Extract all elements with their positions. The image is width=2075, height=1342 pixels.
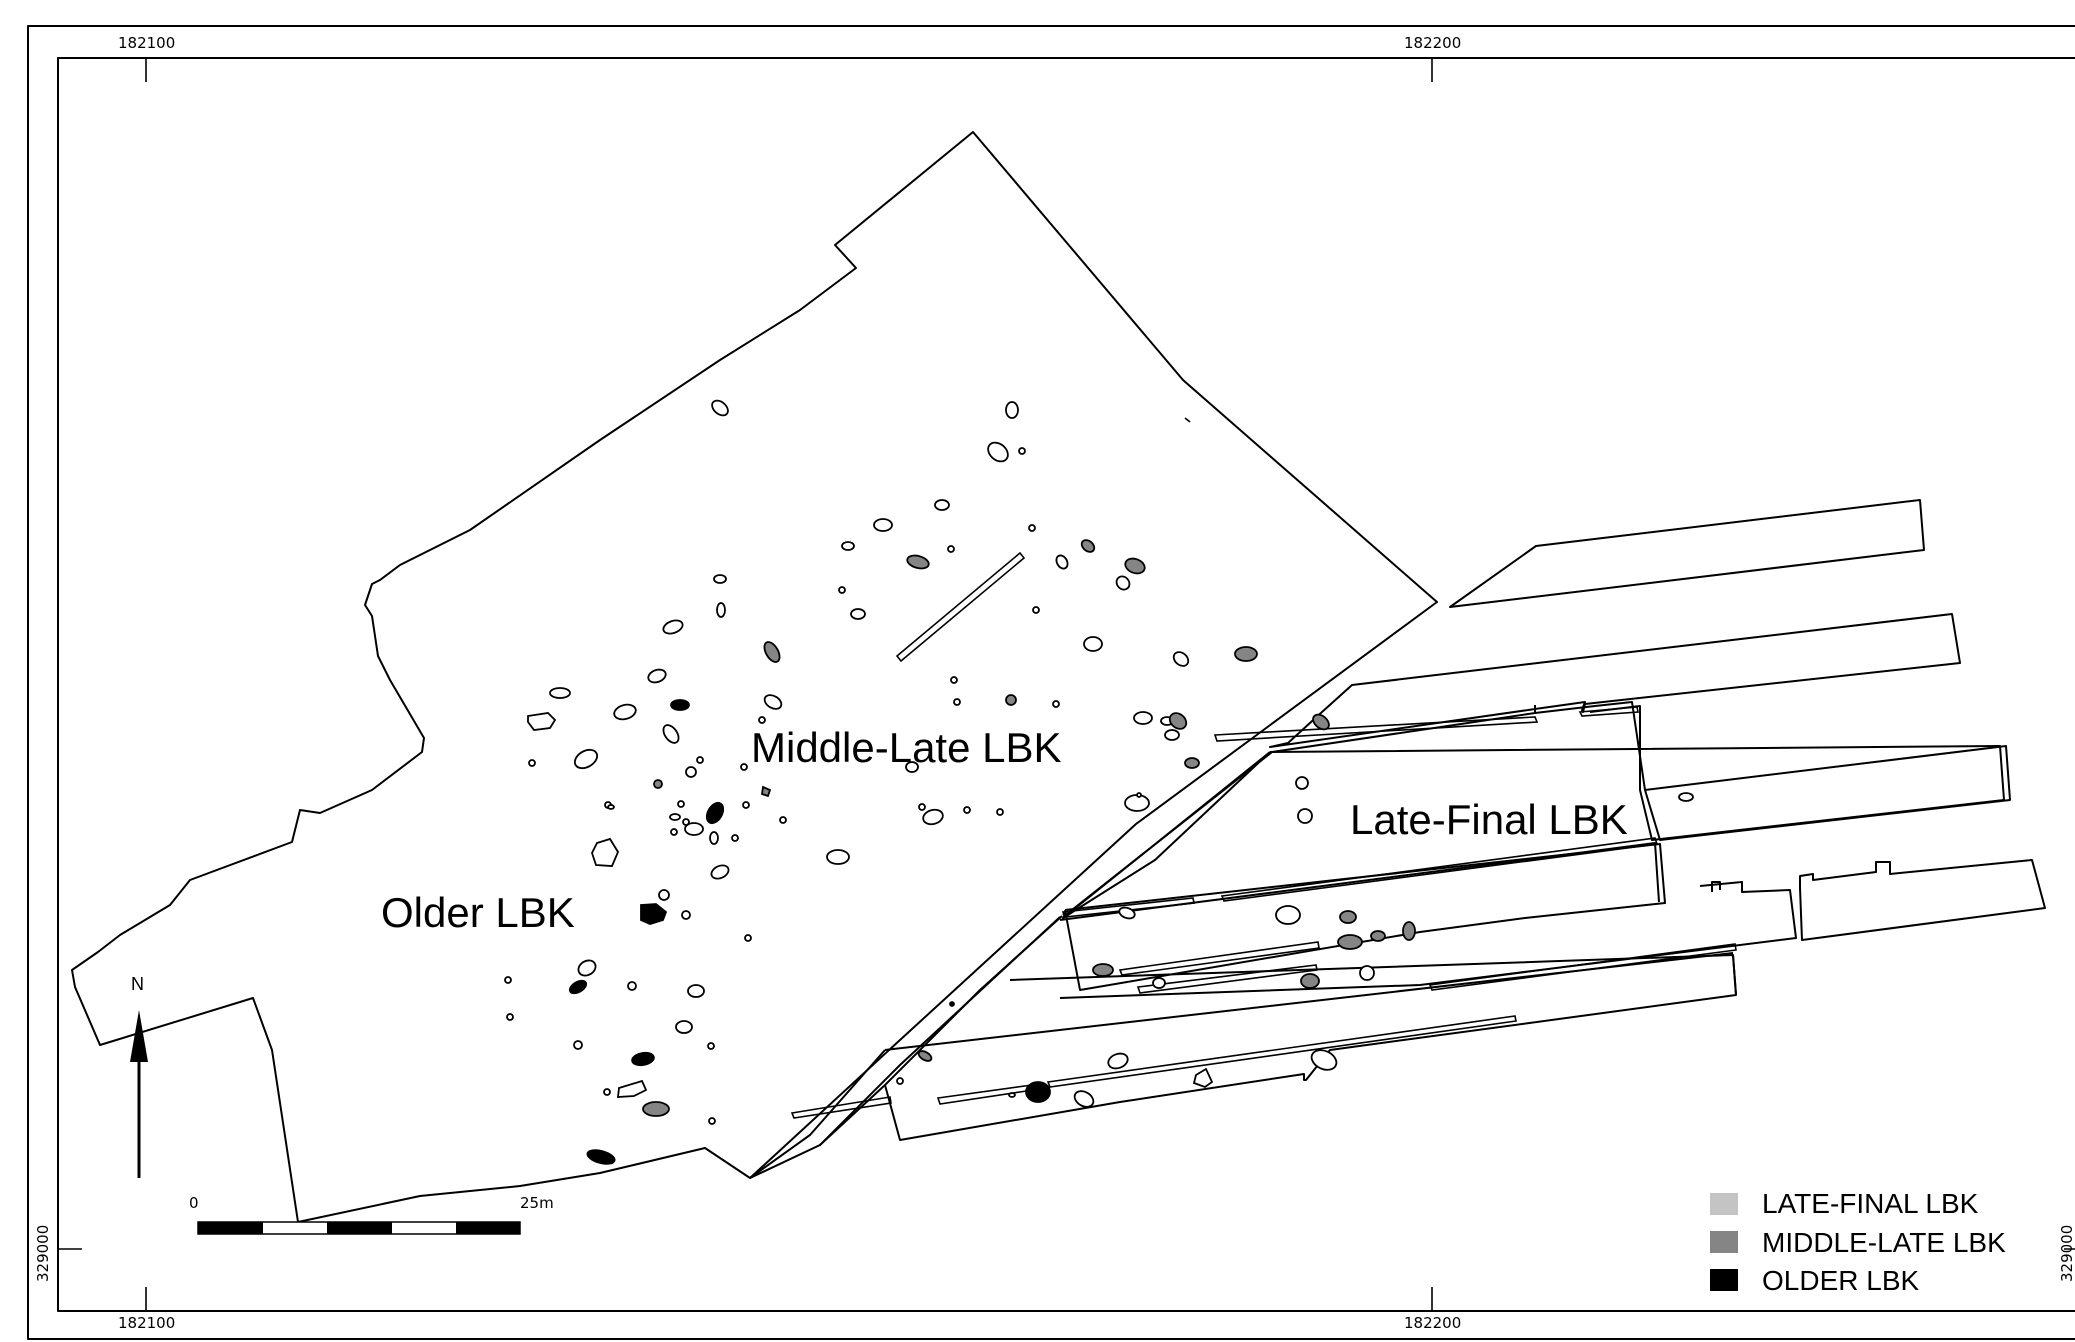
easting-label-bottom-left: 182100	[118, 1314, 175, 1332]
northing-label-right: 329000	[2058, 1225, 2075, 1282]
northing-label-left: 329000	[34, 1225, 52, 1282]
easting-label-top-right: 182200	[1404, 34, 1461, 52]
trench-3-outline	[1062, 701, 2011, 918]
trench-7	[1059, 842, 2046, 941]
zone-label-older: Older LBK	[381, 889, 575, 936]
scale-end-label: 25m	[520, 1194, 554, 1212]
trench-1	[1449, 499, 1925, 608]
legend-label-late-final: LATE-FINAL LBK	[1762, 1188, 1979, 1219]
scale-start-label: 0	[189, 1194, 199, 1212]
eastern-trenches	[749, 499, 2046, 1179]
features-older	[568, 699, 1051, 1165]
legend-swatch-middle-late	[1710, 1231, 1738, 1253]
north-arrow: N	[130, 974, 148, 1178]
trench-2	[1269, 613, 1961, 748]
baulks	[790, 551, 1737, 1119]
trench-6	[1064, 843, 1666, 991]
zone-label-middle-late: Middle-Late LBK	[751, 724, 1062, 771]
excavation-outline-notch	[1184, 417, 1191, 423]
easting-label-top-left: 182100	[118, 34, 175, 52]
features-unphased	[504, 399, 1694, 1125]
legend-swatch-older	[1710, 1269, 1738, 1291]
outer-frame	[27, 25, 2075, 1340]
excavation-outline-main	[71, 131, 1438, 1223]
scale-bar: 0 25m	[189, 1194, 554, 1235]
trench-8	[1059, 881, 1797, 999]
zone-label-late-final: Late-Final LBK	[1350, 796, 1628, 843]
trench-11	[749, 1049, 886, 1179]
legend-label-older: OLDER LBK	[1762, 1265, 1919, 1296]
legend-label-middle-late: MIDDLE-LATE LBK	[1762, 1227, 2006, 1258]
north-label: N	[131, 974, 144, 994]
legend-swatch-late-final	[1710, 1193, 1738, 1215]
features-middle-late	[642, 539, 1416, 1117]
inner-frame	[57, 57, 2075, 1312]
grid-ticks	[58, 58, 2075, 1311]
trench-10b	[1732, 954, 1737, 996]
trench-5b	[819, 916, 1061, 1146]
legend: LATE-FINAL LBK MIDDLE-LATE LBK OLDER LBK	[1710, 1188, 2006, 1296]
easting-label-bottom-right: 182200	[1404, 1314, 1461, 1332]
